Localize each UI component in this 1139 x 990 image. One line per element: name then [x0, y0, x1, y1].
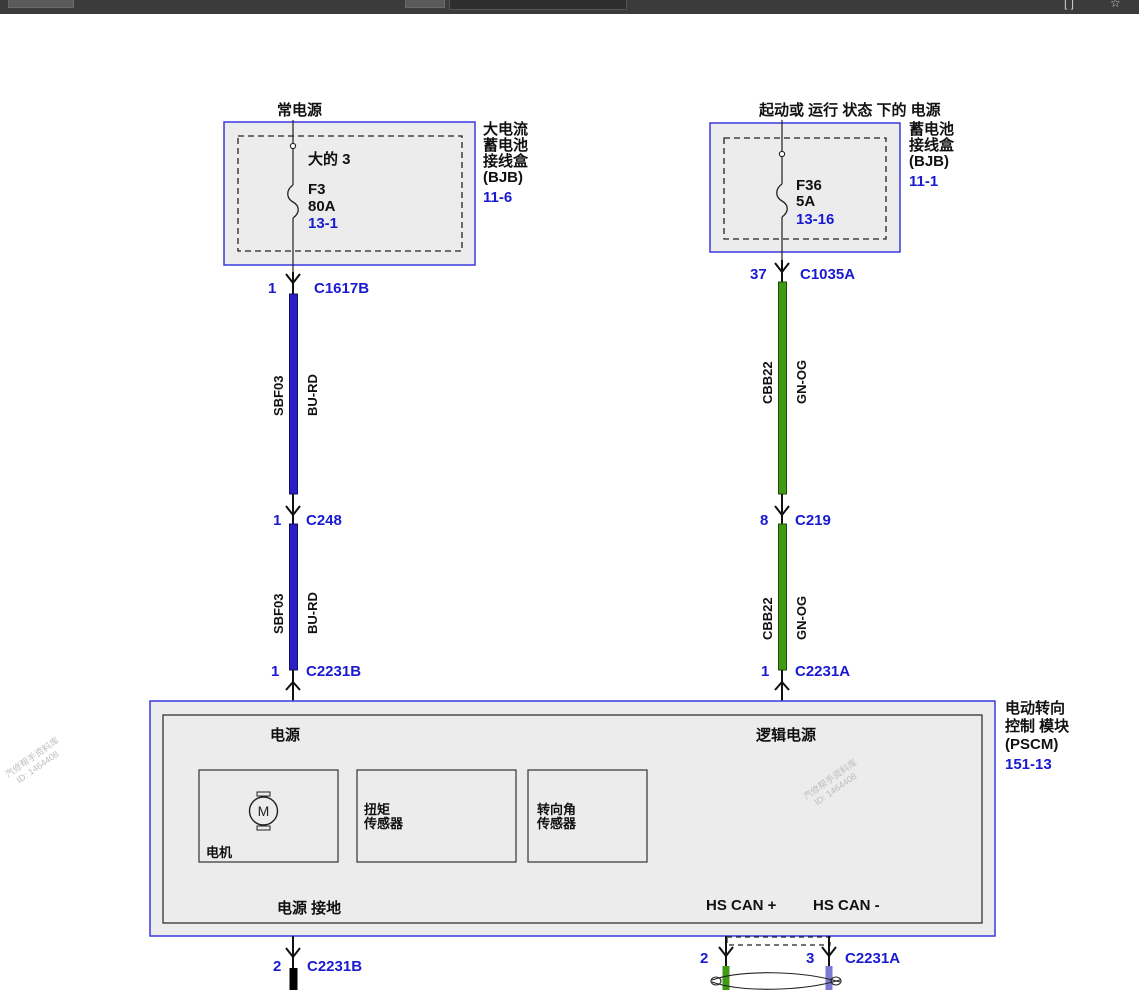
left-source-label: 常电源	[277, 101, 322, 119]
window-toolbar: [ ] ☆	[0, 0, 1139, 14]
left-bjb-inner-dashed	[237, 135, 463, 252]
pscm-can-high-label: HS CAN +	[706, 897, 777, 914]
can-high-pin: 2	[700, 950, 708, 967]
right-c3-pin: 1	[761, 663, 769, 680]
right-connector-3-icon	[774, 670, 790, 702]
right-c2-pin: 8	[760, 512, 768, 529]
can-low-pin: 3	[806, 950, 814, 967]
pscm-power-label: 电源	[270, 726, 300, 744]
ground-wire	[289, 968, 298, 990]
right-c1-pin: 37	[750, 266, 767, 283]
right-wire-1	[778, 281, 787, 495]
left-bjb-ref: 11-6	[483, 189, 512, 206]
twisted-pair-icon	[711, 972, 841, 990]
toolbar-button-nav[interactable]	[405, 0, 445, 8]
can-shield-bracket	[726, 936, 831, 946]
motor-icon: M	[248, 791, 279, 831]
right-w1-color: GN-OG	[794, 360, 809, 404]
motor-symbol: M	[258, 803, 270, 819]
right-connector-1-icon	[774, 260, 790, 282]
left-connector-2-icon	[285, 494, 301, 524]
left-w2-circuit: SBF03	[271, 594, 286, 634]
toolbar-page-field[interactable]	[449, 0, 627, 10]
left-c1-name: C1617B	[314, 280, 369, 297]
right-c1-name: C1035A	[800, 266, 855, 283]
torque-sensor-label-2: 传感器	[363, 816, 404, 831]
left-c2-pin: 1	[273, 512, 281, 529]
right-fuse-rating: 5A	[796, 193, 815, 210]
left-bjb-name-4: (BJB)	[483, 169, 523, 186]
angle-sensor-label-2: 传感器	[536, 816, 577, 831]
right-wire-2	[778, 523, 787, 671]
angle-sensor-box	[527, 769, 648, 863]
left-c2-name: C248	[306, 512, 342, 529]
right-bjb-box	[709, 122, 901, 253]
right-bjb-name-1: 蓄电池	[909, 120, 954, 138]
right-w2-circuit: CBB22	[760, 597, 775, 640]
right-bjb-ref: 11-1	[909, 173, 938, 190]
left-fuse-id: F3	[308, 181, 326, 198]
angle-sensor-label-1: 转向角	[537, 802, 576, 817]
left-fuse-icon	[287, 184, 299, 219]
right-w1-circuit: CBB22	[760, 361, 775, 404]
torque-sensor-label-1: 扭矩	[364, 802, 390, 817]
pscm-ground-label: 电源 接地	[277, 899, 341, 917]
can-connector-name: C2231A	[845, 950, 900, 967]
pscm-ref: 151-13	[1005, 756, 1052, 773]
ground-pin: 2	[273, 958, 281, 975]
can-low-connector-icon	[821, 936, 837, 968]
left-w2-color: BU-RD	[305, 592, 320, 634]
left-bjb-name-2: 蓄电池	[483, 136, 528, 154]
can-low-wire	[825, 966, 833, 990]
watermark-left: 汽修帮手资料库 ID: 1464408	[3, 734, 61, 785]
pscm-name-1: 电动转向	[1005, 699, 1065, 717]
left-c1-pin: 1	[268, 280, 276, 297]
right-bjb-inner-dashed	[723, 137, 887, 240]
pscm-can-low-label: HS CAN -	[813, 897, 880, 914]
toolbar-button-left[interactable]	[8, 0, 74, 8]
torque-sensor-box	[356, 769, 517, 863]
right-c2-name: C219	[795, 512, 831, 529]
can-high-wire	[722, 966, 730, 990]
left-bjb-box	[223, 121, 476, 266]
left-bjb-name-3: 接线盒	[483, 152, 529, 170]
ground-connector-name: C2231B	[307, 958, 362, 975]
left-w1-color: BU-RD	[305, 374, 320, 416]
right-w2-color: GN-OG	[794, 596, 809, 640]
left-fuse-node	[289, 142, 297, 150]
left-w1-circuit: SBF03	[271, 376, 286, 416]
pscm-name-2: 控制 模块	[1005, 717, 1070, 735]
pscm-name-3: (PSCM)	[1005, 736, 1058, 753]
can-high-connector-icon	[718, 936, 734, 968]
left-c3-name: C2231B	[306, 663, 361, 680]
motor-label: 电机	[206, 845, 232, 860]
right-bjb-name-2: 接线盒	[909, 136, 955, 154]
right-fuse-node	[778, 150, 786, 158]
right-bjb-name-3: (BJB)	[909, 153, 949, 170]
right-fuse-ref: 13-16	[796, 211, 834, 228]
fullscreen-icon[interactable]: [ ]	[1064, 0, 1075, 10]
left-fuse-rating: 80A	[308, 198, 336, 215]
left-fuse-ref: 13-1	[308, 215, 338, 232]
left-bjb-name-1: 大电流	[483, 120, 528, 138]
right-c3-name: C2231A	[795, 663, 850, 680]
right-source-label: 起动或 运行 状态 下的 电源	[758, 101, 941, 119]
pscm-logic-power-label: 逻辑电源	[756, 726, 816, 744]
left-fuse-group: 大的 3	[308, 150, 351, 168]
left-c3-pin: 1	[271, 663, 279, 680]
left-connector-3-icon	[285, 670, 301, 702]
left-wire-2	[289, 523, 298, 671]
ground-connector-icon	[285, 947, 301, 968]
right-connector-2-icon	[774, 494, 790, 524]
right-fuse-icon	[776, 183, 788, 218]
right-fuse-id: F36	[796, 177, 822, 194]
left-wire-1	[289, 293, 298, 495]
star-icon[interactable]: ☆	[1110, 0, 1121, 10]
left-connector-1-icon	[285, 272, 301, 294]
